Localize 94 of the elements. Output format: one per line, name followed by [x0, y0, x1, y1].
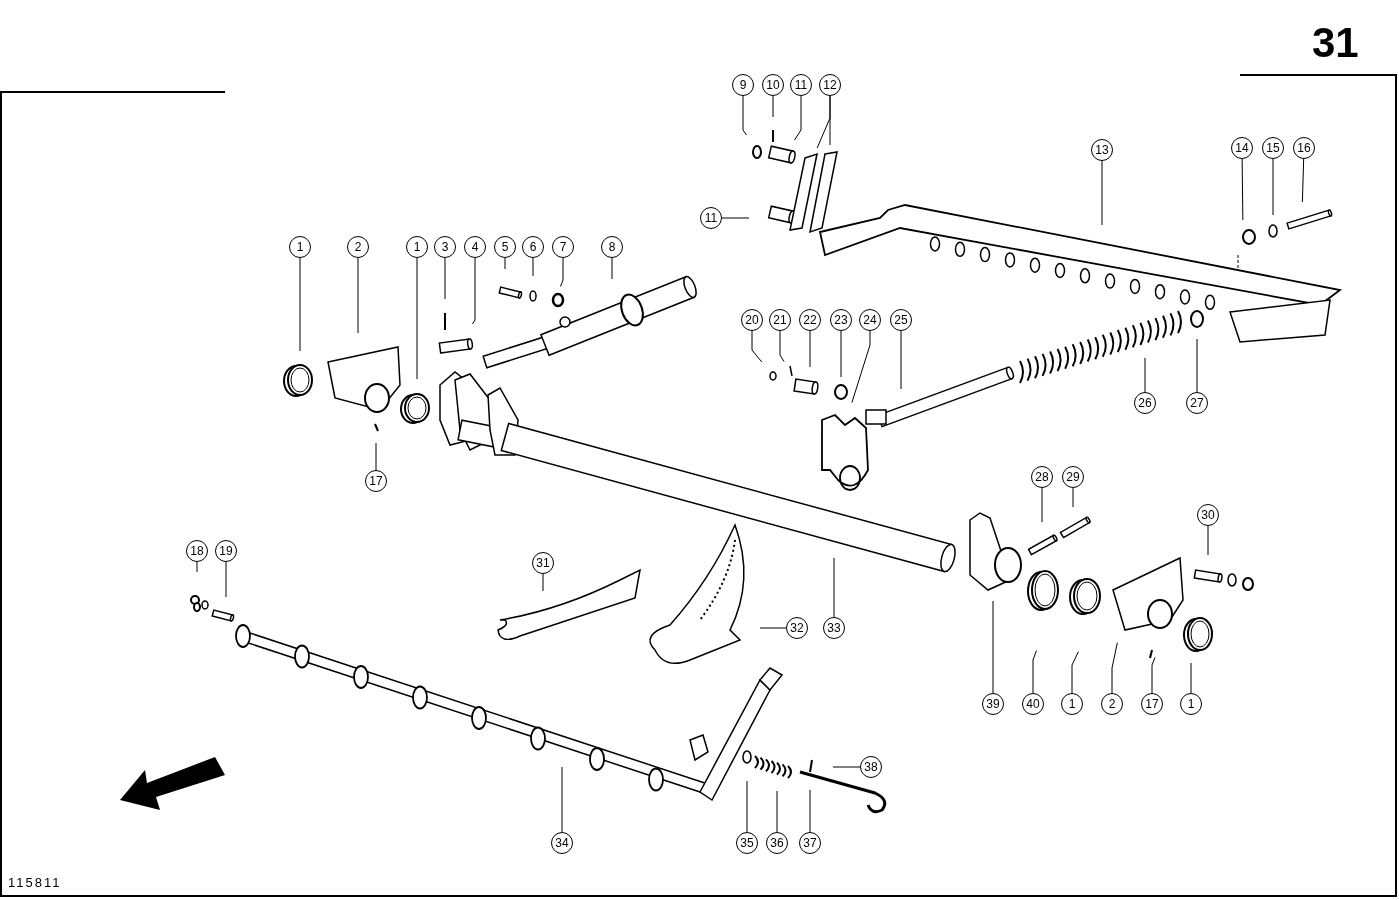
leader-line: [1207, 525, 1209, 556]
callout-number: 17: [1141, 693, 1163, 715]
callout-number: 25: [890, 309, 912, 331]
leader-line: [561, 766, 563, 833]
leader-line: [196, 561, 198, 573]
callout-number: 22: [799, 309, 821, 331]
callout-number: 40: [1022, 693, 1044, 715]
leader-line: [504, 257, 506, 270]
leader-line: [833, 557, 835, 618]
callout-number: 5: [494, 236, 516, 258]
leader-line: [532, 257, 534, 277]
callout-number: 6: [522, 236, 544, 258]
leader-line: [1151, 657, 1156, 694]
callout-number: 38: [860, 756, 882, 778]
leader-line: [809, 789, 811, 833]
callout-number: 7: [552, 236, 574, 258]
callout-number: 19: [215, 540, 237, 562]
leader-line: [851, 330, 871, 404]
leader-line: [1072, 487, 1074, 508]
leader-line: [751, 330, 763, 363]
callout-number: 20: [741, 309, 763, 331]
leader-line: [1041, 487, 1043, 523]
drawing-number: 115811: [8, 876, 62, 889]
callout-number: 1: [1061, 693, 1083, 715]
callout-number: 15: [1262, 137, 1284, 159]
leader-line: [900, 330, 902, 390]
callout-number: 32: [786, 617, 808, 639]
callout-number: 24: [859, 309, 881, 331]
leader-line: [1144, 357, 1146, 393]
callout-number: 17: [365, 470, 387, 492]
callout-number: 35: [736, 832, 758, 854]
leader-line: [472, 257, 476, 325]
leader-line: [1241, 158, 1244, 221]
callout-number: 30: [1197, 504, 1219, 526]
callout-number: 1: [1180, 693, 1202, 715]
callout-number: 33: [823, 617, 845, 639]
callout-number: 31: [532, 552, 554, 574]
callout-number: 2: [347, 236, 369, 258]
callout-number: 28: [1031, 466, 1053, 488]
page-number: 31: [1312, 22, 1359, 64]
callout-number: 1: [406, 236, 428, 258]
leader-line: [840, 330, 842, 378]
callout-number: 3: [434, 236, 456, 258]
leader-line: [375, 442, 377, 471]
leader-line: [1272, 158, 1274, 216]
callout-number: 9: [732, 74, 754, 96]
leader-line: [1111, 642, 1118, 694]
leader-line: [1190, 662, 1192, 694]
callout-number: 8: [601, 236, 623, 258]
callout-number: 18: [186, 540, 208, 562]
leader-line: [1301, 158, 1305, 203]
leader-line: [759, 627, 787, 629]
leader-line: [1196, 338, 1198, 393]
callout-number: 13: [1091, 139, 1113, 161]
leader-line: [611, 257, 613, 280]
callout-number: 37: [799, 832, 821, 854]
callout-number: 12: [819, 74, 841, 96]
leader-line: [1032, 650, 1037, 694]
callout-number: 4: [464, 236, 486, 258]
leader-line: [794, 95, 802, 141]
callout-number: 29: [1062, 466, 1084, 488]
callout-number: 21: [769, 309, 791, 331]
leader-line: [416, 257, 418, 380]
leader-line: [742, 95, 747, 136]
callout-number: 27: [1186, 392, 1208, 414]
leader-line: [832, 766, 861, 768]
leader-line: [721, 217, 750, 219]
callout-number: 23: [830, 309, 852, 331]
callout-number: 10: [762, 74, 784, 96]
callout-number: 26: [1134, 392, 1156, 414]
leader-line: [829, 95, 831, 146]
leader-line: [1071, 651, 1079, 694]
leader-line: [299, 257, 301, 352]
callout-number: 11: [790, 74, 812, 96]
leader-line: [560, 257, 564, 287]
leader-line: [1101, 160, 1103, 226]
callout-number: 34: [551, 832, 573, 854]
leader-line: [776, 790, 778, 833]
callout-number: 16: [1293, 137, 1315, 159]
callout-number: 1: [289, 236, 311, 258]
leader-line: [992, 600, 994, 694]
leader-line: [772, 95, 774, 118]
callout-number: 36: [766, 832, 788, 854]
leader-line: [542, 573, 544, 592]
callout-number: 14: [1231, 137, 1253, 159]
leader-line: [225, 561, 227, 598]
leader-line: [444, 257, 446, 300]
leader-line: [746, 780, 748, 833]
leader-line: [809, 330, 811, 368]
leader-line: [779, 330, 785, 362]
callout-number: 2: [1101, 693, 1123, 715]
callout-number: 11: [700, 207, 722, 229]
leader-line: [357, 257, 359, 334]
callout-number: 39: [982, 693, 1004, 715]
